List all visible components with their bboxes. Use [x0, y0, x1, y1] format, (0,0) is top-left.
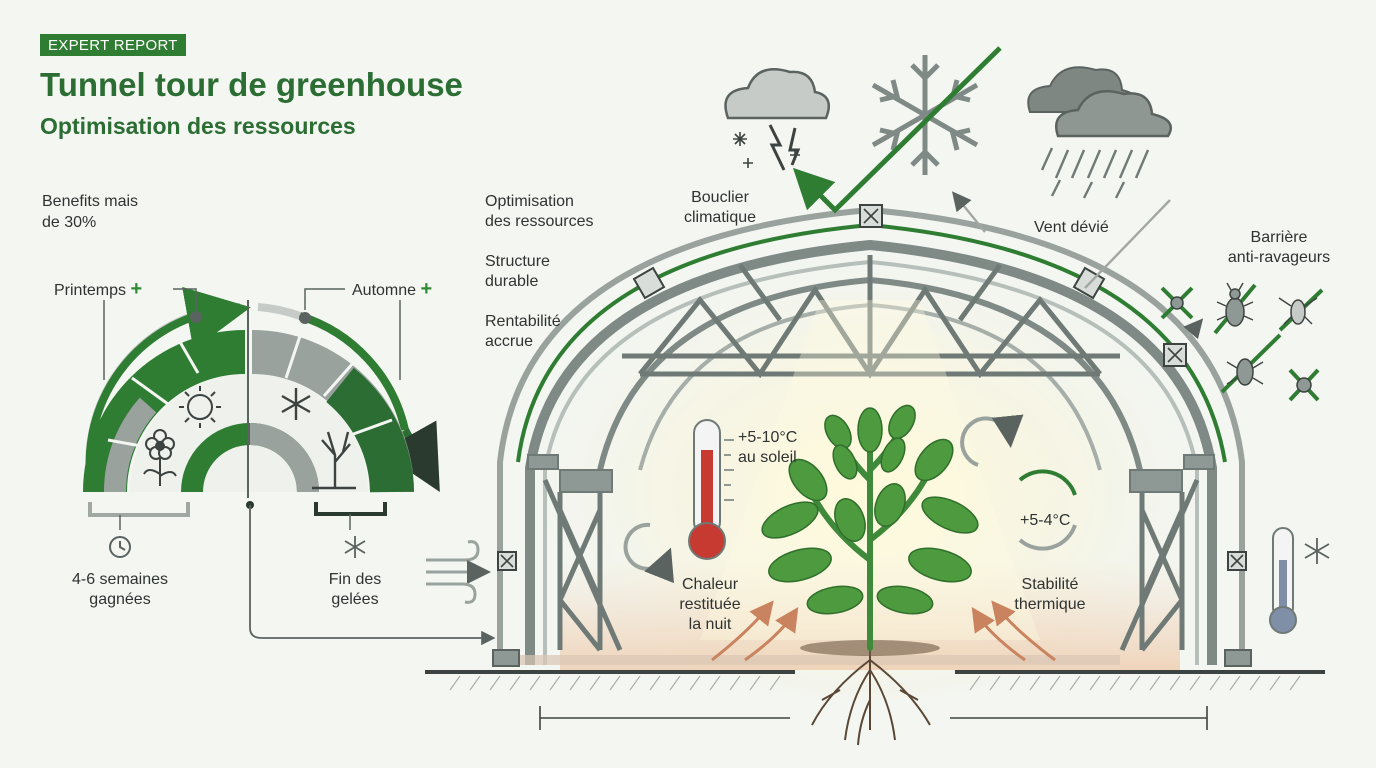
- cycle-icon-right: [960, 414, 1077, 551]
- heat-release-line2: restituée: [679, 596, 741, 613]
- clock-icon: [109, 536, 131, 558]
- feature-structure-line1: Structure: [485, 253, 550, 270]
- pest-barrier-line1: Barrière: [1250, 229, 1308, 246]
- spring-label: Printemps: [54, 282, 127, 299]
- feature-resources-line1: Optimisation: [485, 193, 574, 210]
- thermometer-icon: [688, 419, 734, 560]
- storm-cloud-icon: [724, 68, 830, 171]
- weeks-gained-line2: gagnées: [89, 591, 151, 608]
- feature-resources-line2: des ressources: [485, 213, 594, 230]
- small-snowflake-icon: [344, 536, 366, 558]
- snowflake-icon: [281, 388, 311, 420]
- sun-temp-line1: +5-10°C: [738, 429, 798, 446]
- frost-end-line2: gelées: [331, 591, 379, 608]
- feature-profit-line1: Rentabilité: [485, 313, 561, 330]
- feature-profit-line2: accrue: [485, 333, 534, 350]
- feature-structure-line2: durable: [485, 273, 539, 290]
- sun-temp-line2: au soleil: [738, 449, 797, 466]
- flower-icon: [143, 429, 177, 486]
- cycle-icon-left: [623, 522, 674, 584]
- page-subtitle: Optimisation des ressources: [40, 113, 356, 139]
- large-snowflake-icon: [871, 55, 979, 175]
- sun-icon: [179, 386, 221, 428]
- pest-barrier-line2: anti-ravageurs: [1227, 249, 1331, 266]
- spring-plus-icon: +: [130, 278, 143, 300]
- cold-thermometer-icon: [1269, 527, 1297, 634]
- heat-release-line1: Chaleur: [681, 576, 739, 593]
- page-title: Tunnel tour de greenhouse: [40, 66, 463, 103]
- wind-icon: [426, 540, 491, 604]
- climate-shield-line2: climatique: [683, 209, 757, 226]
- benefits-line1: Benefits mais: [42, 193, 139, 210]
- season-gauge: [83, 286, 496, 646]
- plant-icon: [761, 404, 979, 746]
- bare-tree-icon: [312, 431, 356, 490]
- wind-deflection-arrows: [951, 191, 1171, 289]
- report-badge: EXPERT REPORT: [40, 34, 186, 56]
- heat-arrows: [711, 600, 1056, 662]
- thermal-stability-line1: Stabilité: [1021, 576, 1079, 593]
- weeks-gained-line1: 4-6 semaines: [71, 571, 169, 588]
- deflection-arrow: [792, 46, 1002, 214]
- thermal-stability-line2: thermique: [1014, 596, 1086, 613]
- benefits-line2: de 30%: [42, 214, 97, 231]
- autumn-plus-icon: +: [420, 278, 433, 300]
- pest-icons: [1160, 282, 1324, 402]
- small-snowflake-icon-right: [1304, 538, 1330, 564]
- frost-end-line1: Fin des: [328, 571, 382, 588]
- wind-deflected-label: Vent dévié: [1034, 219, 1109, 236]
- spring-label-group: Printemps +: [54, 278, 143, 300]
- width-dimension: [539, 706, 1208, 730]
- night-temp-label: +5-4°C: [1020, 512, 1071, 529]
- climate-shield-line1: Bouclier: [691, 189, 749, 206]
- heat-release-line3: la nuit: [688, 616, 732, 633]
- autumn-label: Automne: [352, 282, 417, 299]
- autumn-label-group: Automne +: [352, 278, 433, 300]
- rain-cloud-icon: [1027, 66, 1172, 199]
